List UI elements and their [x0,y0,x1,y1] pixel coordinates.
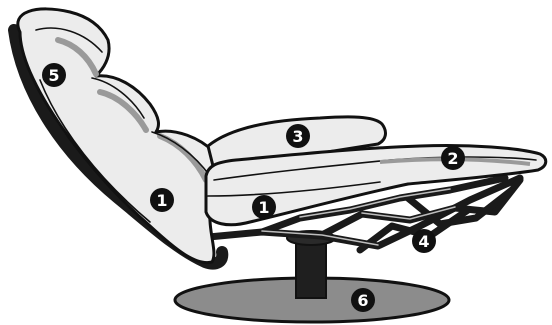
mechanism-highlights [261,188,456,246]
back-seam-band-1 [55,37,99,77]
back-seam-3 [151,131,211,177]
svg-text:3: 3 [292,127,303,146]
svg-text:5: 5 [48,66,59,85]
back-seam-band-3 [157,133,209,183]
svg-text:4: 4 [418,232,429,251]
back-seam-1 [35,27,103,53]
back-side-edge [39,79,151,223]
callout-seat-side: 1 [252,195,276,219]
svg-text:1: 1 [258,198,269,217]
back-seam-band-2 [97,89,149,133]
callout-base: 6 [351,288,375,312]
svg-text:6: 6 [357,291,368,310]
back-seam-2 [91,77,145,119]
callout-footrest: 2 [441,146,465,170]
recline-mechanism [194,174,524,254]
callout-seat-cushion: 3 [286,124,310,148]
backrest [16,7,225,265]
callout-mechanism: 4 [412,229,436,253]
callout-back-frame: 5 [42,63,66,87]
svg-text:2: 2 [447,149,458,168]
seat-front-edge [207,181,381,197]
pedestal-stem [295,237,327,299]
svg-text:1: 1 [156,191,167,210]
callout-backrest-side: 1 [150,188,174,212]
